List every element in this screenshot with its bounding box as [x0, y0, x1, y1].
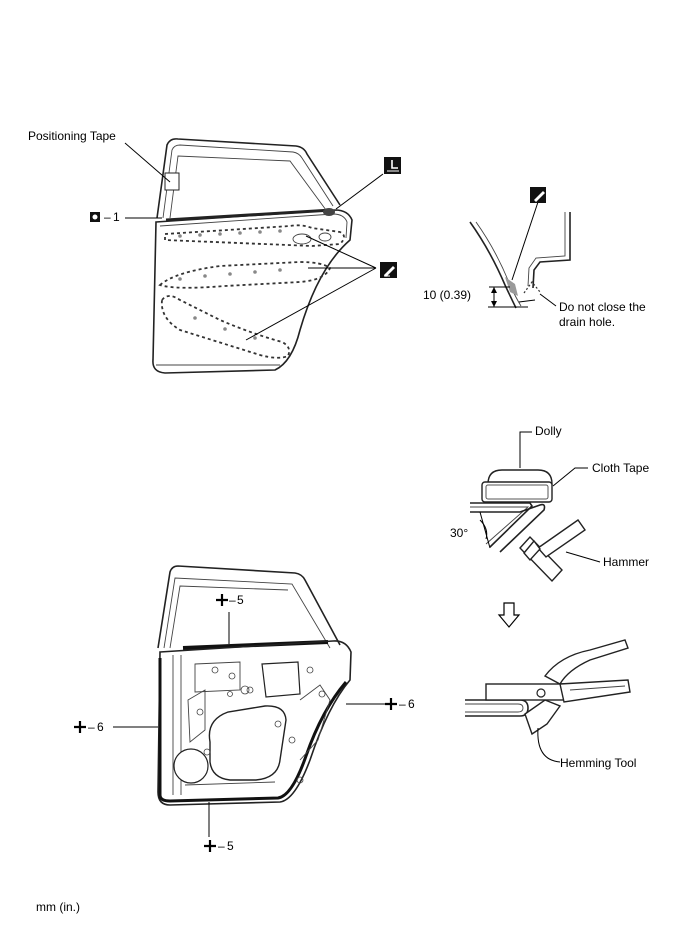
callout-1: 1 [113, 210, 120, 224]
callout-5-top: 5 [237, 593, 244, 607]
svg-text:–: – [88, 720, 95, 734]
top-door-illustration [124, 138, 384, 374]
bottom-door-illustration [113, 565, 385, 837]
hemming-tool-illustration [465, 639, 631, 763]
square-dot-icon [90, 212, 100, 222]
plus-cross-icon [74, 721, 86, 733]
svg-text:–: – [399, 697, 406, 711]
callout-6-left: 6 [97, 720, 104, 734]
svg-text:–: – [104, 210, 111, 224]
plus-cross-icon [385, 698, 397, 710]
dolly-label: Dolly [535, 424, 562, 438]
drain-note-line-2: drain hole. [559, 315, 615, 329]
callout-6-right: 6 [408, 697, 415, 711]
positioning-tape-label: Positioning Tape [28, 129, 116, 143]
cloth-tape-label: Cloth Tape [592, 461, 649, 475]
svg-text:–: – [218, 839, 225, 853]
hammer-dolly-illustration [470, 431, 601, 583]
plus-cross-icon [216, 594, 228, 606]
plus-cross-icon [204, 840, 216, 852]
drain-note-line-1: Do not close the [559, 300, 646, 314]
sealer-pen-icon [380, 262, 397, 278]
hemming-tool-label: Hemming Tool [560, 756, 636, 770]
callout-5-bottom: 5 [227, 839, 234, 853]
drain-hole-detail [469, 201, 571, 309]
hammer-label: Hammer [603, 555, 649, 569]
svg-text:–: – [229, 593, 236, 607]
adhesive-application-icon [384, 157, 401, 174]
down-arrow-icon [497, 602, 521, 628]
units-label: mm (in.) [36, 900, 80, 914]
angle-label: 30° [450, 526, 468, 540]
sealer-pen-icon [530, 187, 546, 203]
dimension-label: 10 (0.39) [423, 288, 471, 302]
